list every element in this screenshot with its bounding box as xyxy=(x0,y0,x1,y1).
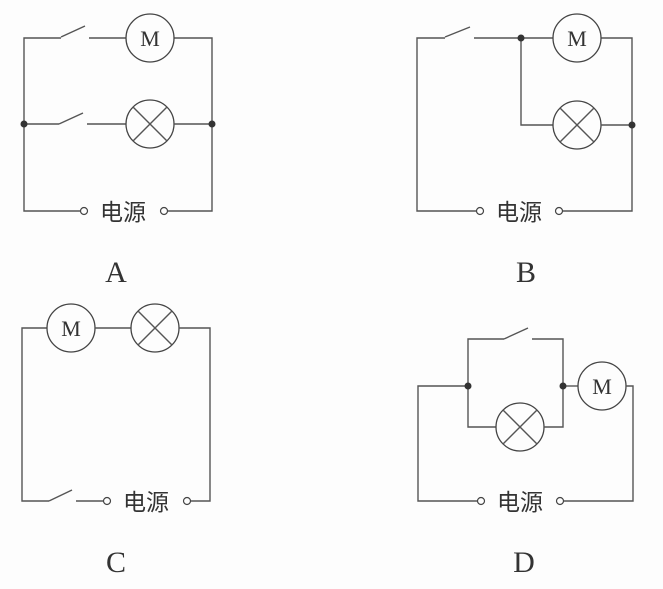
power-terminal xyxy=(182,496,192,506)
power-terminal xyxy=(79,206,89,216)
power-terminal xyxy=(102,496,112,506)
switch-2 xyxy=(58,112,84,125)
junction-dot xyxy=(20,120,28,128)
wire xyxy=(467,386,496,428)
switch-1 xyxy=(60,25,86,38)
option-label-b: B xyxy=(516,256,536,289)
switch xyxy=(503,327,529,340)
junction-dot xyxy=(208,120,216,128)
power-source-label: 电源 xyxy=(100,200,146,226)
power-terminal xyxy=(159,206,169,216)
lamp-icon xyxy=(130,303,180,353)
lamp-icon xyxy=(495,402,545,452)
wire xyxy=(21,327,49,502)
lamp-icon xyxy=(125,99,175,149)
motor-symbol: M xyxy=(592,374,612,399)
junction-dot xyxy=(628,121,636,129)
power-terminal xyxy=(476,496,486,506)
switch xyxy=(444,26,471,38)
circuit-a: M 电源 A xyxy=(20,13,216,289)
wire xyxy=(544,386,564,428)
power-terminal xyxy=(475,206,485,216)
circuit-c: M 电源 C xyxy=(21,303,211,579)
motor-icon xyxy=(125,13,175,63)
power-source-label: 电源 xyxy=(123,490,169,516)
wire xyxy=(179,327,211,502)
lamp-icon xyxy=(552,100,602,150)
motor-icon xyxy=(552,13,602,63)
power-terminal xyxy=(554,206,564,216)
motor-symbol: M xyxy=(567,26,587,51)
wire xyxy=(520,38,553,126)
wire xyxy=(416,37,476,212)
junction-dot xyxy=(559,382,567,390)
circuit-d: M 电源 D xyxy=(417,327,634,579)
wire xyxy=(563,385,634,502)
option-label-c: C xyxy=(106,546,126,579)
option-label-a: A xyxy=(105,256,127,289)
wire xyxy=(417,385,478,502)
motor-symbol: M xyxy=(140,26,160,51)
wire xyxy=(467,338,504,386)
option-label-d: D xyxy=(513,546,535,579)
switch xyxy=(48,489,73,502)
power-terminal xyxy=(555,496,565,506)
junction-dot xyxy=(464,382,472,390)
motor-symbol: M xyxy=(61,316,81,341)
power-source-label: 电源 xyxy=(496,200,542,226)
circuit-b: M 电源 B xyxy=(416,13,636,289)
power-source-label: 电源 xyxy=(497,490,543,516)
junction-dot xyxy=(517,34,525,42)
wire xyxy=(532,338,564,386)
